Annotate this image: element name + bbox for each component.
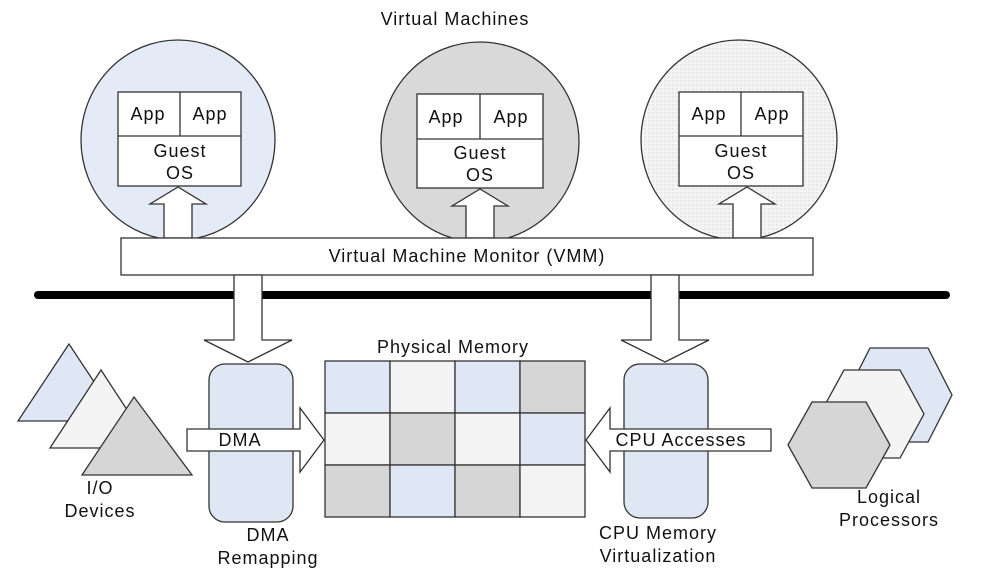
- logical-processors-icon: [787, 347, 953, 489]
- cpu-memory-label-line2: Virtualization: [600, 546, 717, 566]
- memory-cell-r1-c3: [519, 412, 586, 466]
- dma-arrow-label: DMA: [219, 430, 262, 450]
- vm2-os-line1: Guest: [453, 143, 506, 163]
- cpu-memory-label-line1: CPU Memory: [599, 523, 717, 543]
- memory-cell-r0-c2: [454, 360, 521, 414]
- memory-cell-r2-c0: [324, 464, 391, 518]
- memory-cell-r1-c1: [389, 412, 456, 466]
- virtual-machine-2: App App Guest OS: [380, 41, 580, 243]
- memory-cell-r2-c3: [519, 464, 586, 518]
- cpu-accesses-arrow: [585, 406, 772, 474]
- io-devices-icon: [16, 342, 194, 476]
- virtual-machine-3: App App Guest OS: [640, 39, 838, 241]
- vm2-app-1: App: [428, 107, 463, 127]
- vm3-os-line1: Guest: [714, 141, 767, 161]
- io-label-line1: I/O: [86, 478, 113, 498]
- vm1-app-2: App: [192, 104, 227, 124]
- vm3-app-1: App: [691, 104, 726, 124]
- logical-processors-label-line1: Logical: [857, 487, 921, 507]
- vm1-os-line2: OS: [166, 163, 194, 183]
- dma-arrow: [186, 406, 325, 474]
- vmm-to-dma-arrow: [203, 274, 293, 363]
- memory-cell-r0-c0: [324, 360, 391, 414]
- logical-processors-label-line2: Processors: [839, 510, 939, 530]
- vm3-up-arrow: [716, 186, 778, 239]
- memory-cell-r1-c2: [454, 412, 521, 466]
- vm2-app-2: App: [493, 107, 528, 127]
- dma-remapping-label-line2: Remapping: [217, 548, 318, 568]
- cpu-accesses-label: CPU Accesses: [615, 430, 746, 450]
- physical-memory-grid: [324, 360, 586, 518]
- vm2-up-arrow: [449, 188, 511, 239]
- physical-memory-label: Physical Memory: [377, 337, 529, 357]
- vm1-app-1: App: [130, 104, 165, 124]
- vmm-to-cpu-arrow: [620, 274, 710, 363]
- dma-remapping-label-line1: DMA: [247, 525, 290, 545]
- memory-cell-r1-c0: [324, 412, 391, 466]
- vmm-bar: Virtual Machine Monitor (VMM): [120, 237, 814, 276]
- vm3-os-line2: OS: [727, 163, 755, 183]
- vm1-os-line1: Guest: [153, 141, 206, 161]
- diagram-title: Virtual Machines: [381, 9, 530, 29]
- processor-hex-3: [787, 401, 891, 489]
- memory-cell-r2-c1: [389, 464, 456, 518]
- io-label-line2: Devices: [64, 501, 135, 521]
- memory-cell-r0-c1: [389, 360, 456, 414]
- memory-cell-r0-c3: [519, 360, 586, 414]
- vm2-os-line2: OS: [466, 165, 494, 185]
- vm3-app-2: App: [754, 104, 789, 124]
- virtual-machine-1: App App Guest OS: [80, 39, 276, 241]
- vmm-label: Virtual Machine Monitor (VMM): [329, 246, 606, 266]
- io-device-triangle-3: [80, 395, 194, 476]
- memory-cell-r2-c2: [454, 464, 521, 518]
- vm1-up-arrow: [147, 186, 209, 239]
